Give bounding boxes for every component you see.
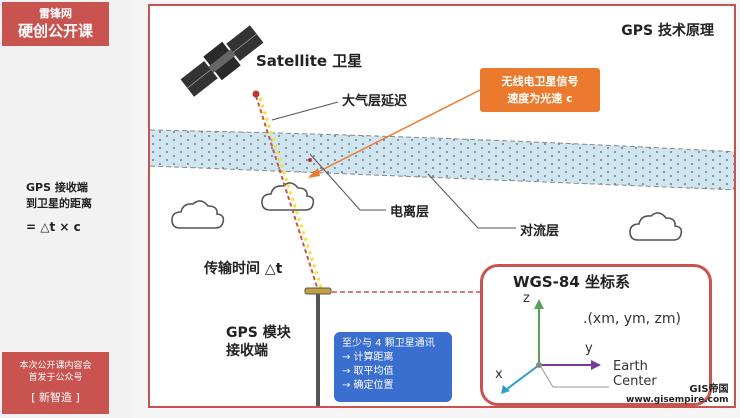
info-line: → 计算距离 — [342, 352, 394, 363]
distance-caption-line2: 到卫星的距离 — [26, 197, 92, 210]
satellite-label: Satellite 卫星 — [256, 52, 363, 70]
atmosphere-dots — [150, 130, 734, 190]
wgs84-title: WGS-84 坐标系 — [513, 273, 630, 291]
cloud-icon — [171, 182, 683, 241]
signal-callout: 无线电卫星信号 速度为光速 c — [480, 68, 600, 112]
callout-arrowhead — [308, 168, 320, 178]
gps-module-label: GPS 模块 接收端 — [226, 324, 291, 360]
point-coordinate-label: .(xm, ym, zm) — [583, 311, 682, 327]
earth-center-point — [536, 362, 542, 368]
sidebar: 雷锋网 硬创公开课 GPS 接收端 到卫星的距离 = △t × c 本次公开课内… — [0, 0, 132, 418]
z-axis-arrowhead — [534, 299, 544, 309]
signal-path-red — [255, 95, 319, 291]
earth-center-label: Earth Center — [613, 359, 657, 389]
ionosphere-pointer — [309, 153, 361, 211]
band-edge-top — [150, 129, 734, 153]
callout-line2: 速度为光速 c — [507, 92, 573, 105]
ionosphere-label: 电离层 — [390, 205, 430, 220]
callout-arrow — [309, 89, 481, 177]
brand-name: 雷锋网 — [39, 7, 72, 20]
gps-module-line2: 接收端 — [226, 343, 268, 359]
y-axis-arrowhead — [591, 360, 601, 370]
atmosphere-label: 大气层延迟 — [342, 94, 408, 109]
info-line: → 确定位置 — [342, 380, 394, 391]
watermark-url: www.gisempire.com — [626, 395, 729, 405]
notice-line2: 首发于公众号 — [28, 373, 83, 383]
satellite-icon — [180, 25, 264, 97]
notice-line3: [ 新智造 ] — [31, 391, 80, 404]
z-axis-label: z — [523, 291, 530, 306]
distance-caption-line1: GPS 接收端 — [26, 181, 88, 194]
signal-dot — [308, 158, 312, 162]
info-box: 至少与 4 颗卫星通讯 → 计算距离 → 取平均值 → 确定位置 — [334, 332, 452, 402]
signal-path-yellow — [258, 97, 324, 291]
y-axis-label: y — [585, 341, 593, 356]
diagram-canvas — [150, 25, 734, 406]
info-line: → 取平均值 — [342, 366, 394, 377]
earth-center-line1: Earth — [613, 359, 648, 374]
x-axis — [506, 364, 540, 390]
watermark-logo: GIS帝国 — [689, 384, 729, 395]
x-axis-label: x — [495, 367, 503, 382]
satellite-signal-origin — [252, 90, 260, 98]
troposphere-pointer — [427, 173, 516, 229]
transmit-time-label: 传输时间 △t — [204, 261, 283, 277]
earth-center-line2: Center — [613, 374, 657, 389]
diagram-panel: GPS 技术原理 Satellite 卫星 大气层延迟 无线电卫星信号 速度为光… — [148, 4, 736, 408]
atmosphere-pointer — [271, 101, 339, 121]
earth-center-pointer — [540, 366, 609, 388]
x-axis-arrowhead — [501, 385, 510, 394]
coordinate-axes — [501, 299, 609, 394]
distance-caption: GPS 接收端 到卫星的距离 — [26, 180, 92, 212]
info-line: 至少与 4 颗卫星通讯 — [342, 338, 435, 349]
notice-line1: 本次公开课内容会 — [19, 361, 92, 371]
wgs84-panel: WGS-84 坐标系 z y x .(xm, ym, zm) Earth Cen… — [480, 264, 712, 406]
diagram-title: GPS 技术原理 — [621, 23, 714, 39]
antenna-head — [304, 287, 332, 295]
notice-badge: 本次公开课内容会 首发于公众号 [ 新智造 ] — [2, 352, 109, 414]
gps-module-line1: GPS 模块 — [226, 325, 291, 341]
brand-badge: 雷锋网 硬创公开课 — [2, 2, 109, 46]
brand-course: 硬创公开课 — [17, 22, 93, 40]
callout-line1: 无线电卫星信号 — [501, 75, 579, 88]
distance-formula: = △t × c — [26, 220, 81, 234]
troposphere-label: 对流层 — [520, 224, 560, 239]
site-watermark: GIS帝国 www.gisempire.com — [626, 380, 729, 405]
band-edge-bottom — [150, 165, 734, 191]
